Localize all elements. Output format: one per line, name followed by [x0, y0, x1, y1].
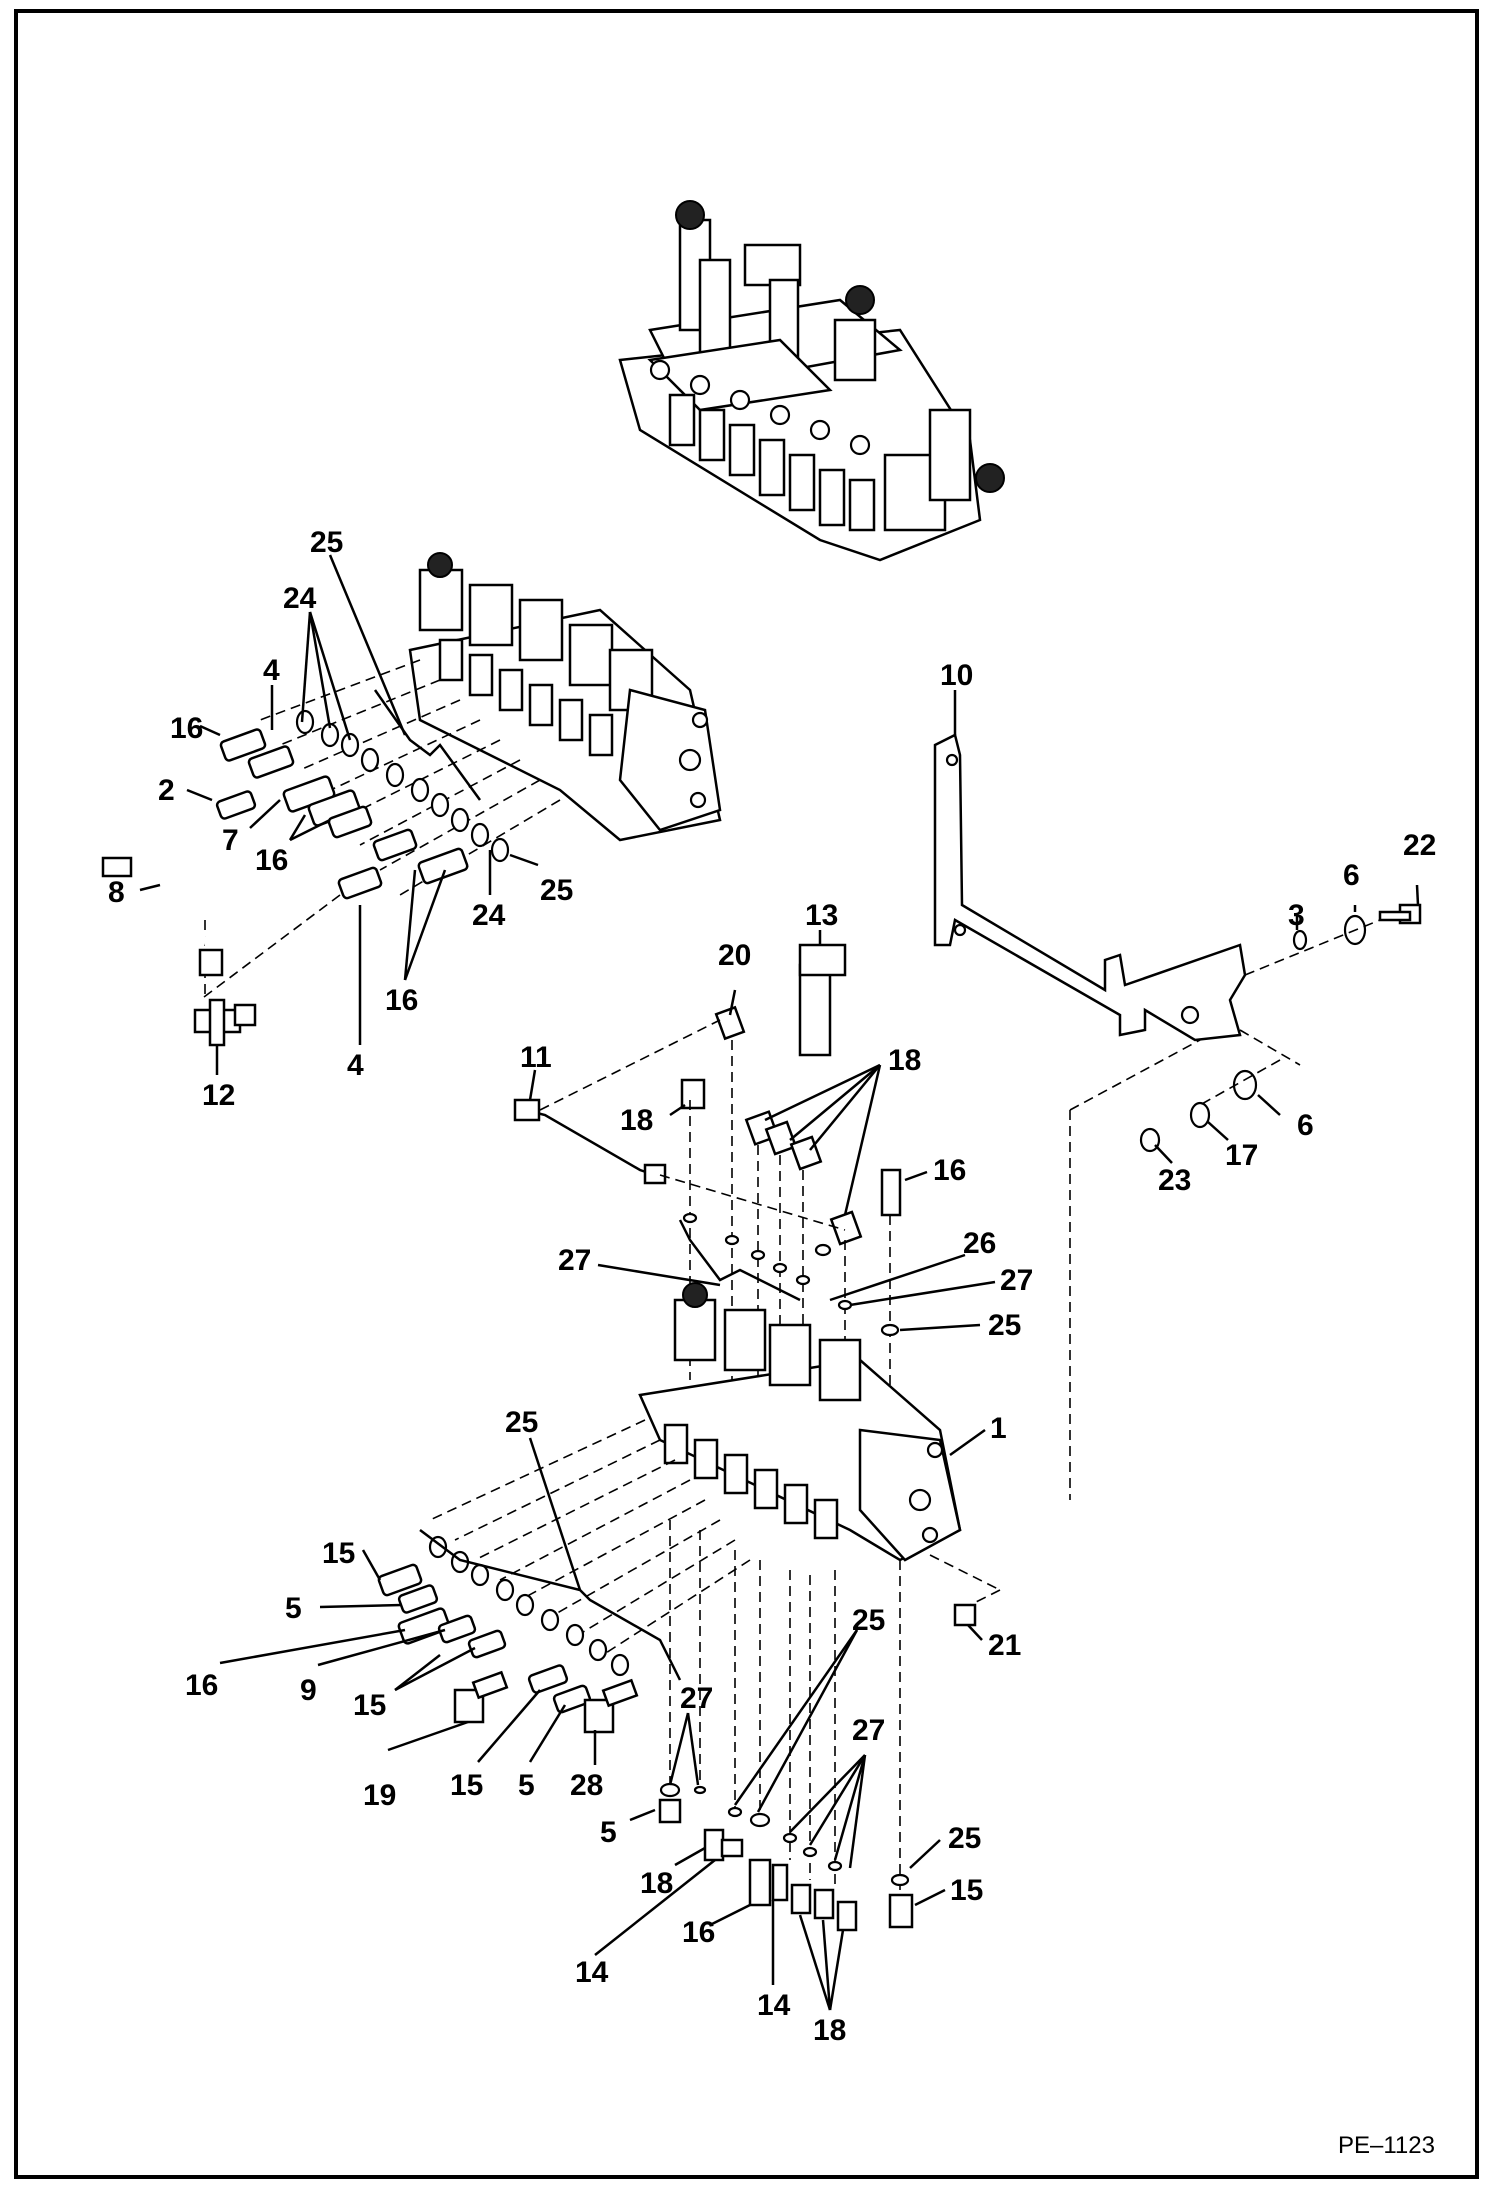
callout-14: 14	[757, 1989, 791, 2022]
callout-3: 3	[1288, 899, 1305, 932]
callout-13: 13	[805, 899, 838, 932]
leader-lines	[139, 554, 1420, 2011]
callout-labels: 25 24 4 16 2 7 16 8 24 25 16 4 12 10 3 6…	[108, 526, 1436, 2047]
tube-assembly	[68, 856, 257, 1047]
callout-28: 28	[570, 1769, 603, 1802]
callout-8: 8	[108, 876, 125, 909]
callout-20: 20	[718, 939, 751, 972]
callout-21: 21	[988, 1629, 1021, 1662]
callout-12: 12	[202, 1079, 235, 1112]
wire-27-upper	[678, 1219, 801, 1302]
callout-19: 19	[363, 1779, 396, 1812]
callout-25: 25	[988, 1309, 1021, 1342]
lower-left-o-rings	[428, 1535, 630, 1677]
callout-4: 4	[263, 654, 280, 687]
callout-17: 17	[1225, 1139, 1258, 1172]
callout-5: 5	[285, 1592, 302, 1625]
callout-5: 5	[518, 1769, 535, 1802]
callout-18: 18	[813, 2014, 846, 2047]
upper-o-rings	[682, 1212, 900, 1337]
callout-16: 16	[185, 1669, 218, 1702]
callout-15: 15	[950, 1874, 983, 1907]
callout-16: 16	[170, 712, 203, 745]
callout-6: 6	[1343, 859, 1360, 892]
callout-27: 27	[1000, 1264, 1033, 1297]
callout-16: 16	[255, 844, 288, 877]
callout-18: 18	[620, 1104, 653, 1137]
callout-6: 6	[1297, 1109, 1314, 1142]
callout-5: 5	[600, 1816, 617, 1849]
middle-o-rings	[295, 709, 510, 863]
callout-24: 24	[472, 899, 506, 932]
callout-25: 25	[852, 1604, 885, 1637]
drawing-reference: PE–1123	[1338, 2132, 1435, 2159]
callout-23: 23	[1158, 1164, 1191, 1197]
callout-14: 14	[575, 1956, 609, 1989]
callout-10: 10	[940, 659, 973, 692]
upper-fittings	[513, 943, 902, 1246]
callout-27: 27	[852, 1714, 885, 1747]
callout-25: 25	[505, 1406, 538, 1439]
callout-24: 24	[283, 582, 317, 615]
middle-fittings	[215, 728, 469, 900]
callout-18: 18	[888, 1044, 921, 1077]
bracket-hardware	[1139, 903, 1422, 1153]
middle-valve-view	[408, 552, 722, 842]
main-valve-body	[638, 1282, 962, 1562]
callout-16: 16	[385, 984, 418, 1017]
callout-9: 9	[300, 1674, 317, 1707]
wire-25-lower	[419, 1529, 682, 1681]
callout-16: 16	[933, 1154, 966, 1187]
callout-4: 4	[347, 1049, 364, 1082]
callout-2: 2	[158, 774, 175, 807]
callout-25: 25	[948, 1822, 981, 1855]
wire-25-middle	[373, 689, 482, 801]
callout-25: 25	[540, 874, 573, 907]
callout-16: 16	[682, 1916, 715, 1949]
assembled-valve-view	[618, 200, 1005, 562]
callout-11: 11	[520, 1041, 552, 1074]
callout-27: 27	[558, 1244, 591, 1277]
lower-dashed-lines	[429, 1419, 1001, 1900]
callout-1: 1	[990, 1412, 1007, 1445]
callout-27: 27	[680, 1682, 713, 1715]
lower-bottom-fittings	[658, 1603, 977, 1932]
callout-26: 26	[963, 1227, 996, 1260]
mounting-bracket	[933, 733, 1247, 1042]
callout-15: 15	[353, 1689, 386, 1722]
callout-7: 7	[222, 824, 239, 857]
callout-15: 15	[450, 1769, 483, 1802]
callout-25: 25	[310, 526, 343, 559]
callout-22: 22	[1403, 829, 1436, 862]
callout-18: 18	[640, 1867, 673, 1900]
callout-15: 15	[322, 1537, 355, 1570]
